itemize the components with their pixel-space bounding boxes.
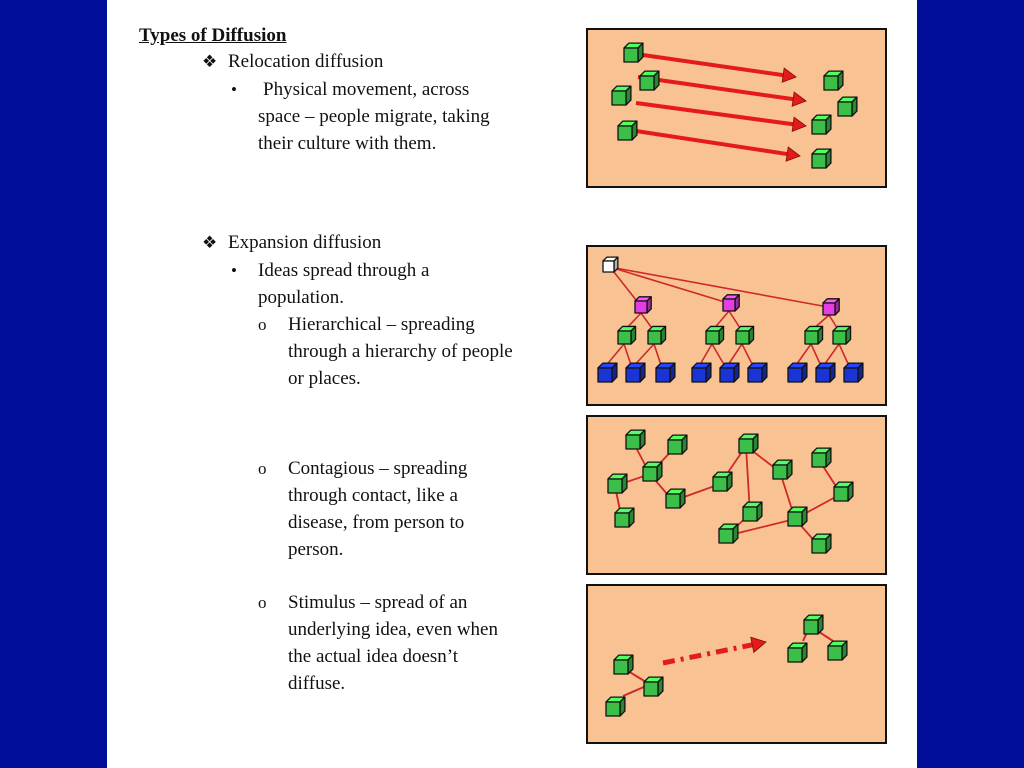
cube-icon [787, 642, 808, 663]
cube-icon [803, 614, 824, 635]
hierarchical-line-2: through a hierarchy of people [288, 341, 513, 362]
connector-line [609, 266, 729, 304]
arrow-head-icon [781, 67, 797, 83]
expansion-line-2: population. [258, 287, 345, 308]
cube-icon [742, 501, 763, 522]
stimulus-diagram-panel [586, 584, 887, 744]
arrow-head-icon [750, 636, 767, 654]
bullet-icon: • [231, 80, 237, 99]
cube-icon [617, 325, 637, 345]
cube-icon [827, 640, 848, 661]
relocation-diagram-panel [586, 28, 887, 188]
cube-icon [823, 70, 844, 91]
cube-icon [647, 325, 667, 345]
cube-icon [665, 488, 686, 509]
relocation-heading: Relocation diffusion [228, 51, 384, 72]
hierarchical-line-3: or places. [288, 368, 361, 389]
cube-icon [772, 459, 793, 480]
cube-icon [787, 506, 808, 527]
contagious-diagram [607, 429, 854, 554]
contagious-line-4: person. [288, 539, 344, 560]
relocation-line-2: space – people migrate, taking [258, 106, 490, 127]
cube-icon [614, 507, 635, 528]
cube-icon [611, 85, 632, 106]
cube-icon [639, 70, 660, 91]
cube-icon [787, 362, 808, 383]
cube-icon [811, 533, 832, 554]
cube-icon [811, 447, 832, 468]
stimulus-line-2: underlying idea, even when [288, 619, 498, 640]
cube-icon [815, 362, 836, 383]
stimulus-line-1: Stimulus – spread of an [288, 592, 468, 613]
cube-icon [602, 256, 619, 273]
expansion-line-1: Ideas spread through a [258, 260, 430, 281]
cube-icon [747, 362, 768, 383]
cube-icon [705, 325, 725, 345]
hierarchical-diagram-panel [586, 245, 887, 406]
cube-icon [617, 120, 638, 141]
cube-icon [843, 362, 864, 383]
cube-icon [718, 523, 739, 544]
cube-icon [719, 362, 740, 383]
arrow-shaft [635, 52, 784, 78]
arrow-head-icon [791, 91, 807, 107]
arrow-head-icon [785, 146, 801, 162]
cube-icon [642, 461, 663, 482]
cube-icon [667, 434, 688, 455]
cube-icon [738, 433, 759, 454]
slide-page: Types of Diffusion ❖ Relocation diffusio… [107, 0, 917, 768]
arrow-shaft [637, 75, 794, 102]
arrow-head-icon [791, 116, 807, 132]
arrow-shaft [635, 129, 788, 157]
contagious-line-3: disease, from person to [288, 512, 465, 533]
cube-icon [735, 325, 755, 345]
arrow-shaft [662, 642, 753, 666]
contagious-diagram-panel [586, 415, 887, 575]
cube-icon [634, 296, 652, 314]
contagious-line-1: Contagious – spreading [288, 458, 468, 479]
cube-icon [804, 325, 824, 345]
contagious-line-2: through contact, like a [288, 485, 458, 506]
cube-icon [625, 429, 646, 450]
cube-icon [822, 298, 840, 316]
stimulus-diagram [605, 614, 848, 717]
cube-icon [607, 473, 628, 494]
slide-title: Types of Diffusion [139, 25, 287, 46]
cube-icon [605, 696, 626, 717]
stimulus-line-3: the actual idea doesn’t [288, 646, 459, 667]
circle-bullet-icon: o [258, 315, 267, 334]
circle-bullet-icon: o [258, 459, 267, 478]
circle-bullet-icon: o [258, 593, 267, 612]
cube-icon [623, 42, 644, 63]
cube-icon [625, 362, 646, 383]
cube-icon [613, 654, 634, 675]
connector-line [622, 685, 647, 697]
connector-line [627, 670, 647, 683]
relocation-diagram [611, 42, 858, 169]
connector-line [609, 266, 641, 306]
cube-icon [833, 481, 854, 502]
relocation-line-3: their culture with them. [258, 133, 437, 154]
cube-icon [837, 96, 858, 117]
expansion-heading: Expansion diffusion [228, 232, 382, 253]
cube-icon [811, 148, 832, 169]
cube-icon [691, 362, 712, 383]
arrow-shaft [635, 101, 794, 127]
cube-icon [811, 114, 832, 135]
cube-icon [597, 362, 618, 383]
bullet-icon: • [231, 261, 237, 280]
cube-icon [655, 362, 676, 383]
diamond-bullet-icon: ❖ [202, 233, 218, 252]
cube-icon [643, 676, 664, 697]
stimulus-line-4: diffuse. [288, 673, 346, 694]
cube-icon [722, 294, 740, 312]
relocation-line-1: Physical movement, across [263, 79, 470, 100]
cube-icon [712, 471, 733, 492]
cube-icon [832, 325, 852, 345]
connector-line [609, 266, 829, 308]
hierarchical-line-1: Hierarchical – spreading [288, 314, 475, 335]
hierarchical-diagram [597, 256, 864, 383]
diamond-bullet-icon: ❖ [202, 52, 218, 71]
